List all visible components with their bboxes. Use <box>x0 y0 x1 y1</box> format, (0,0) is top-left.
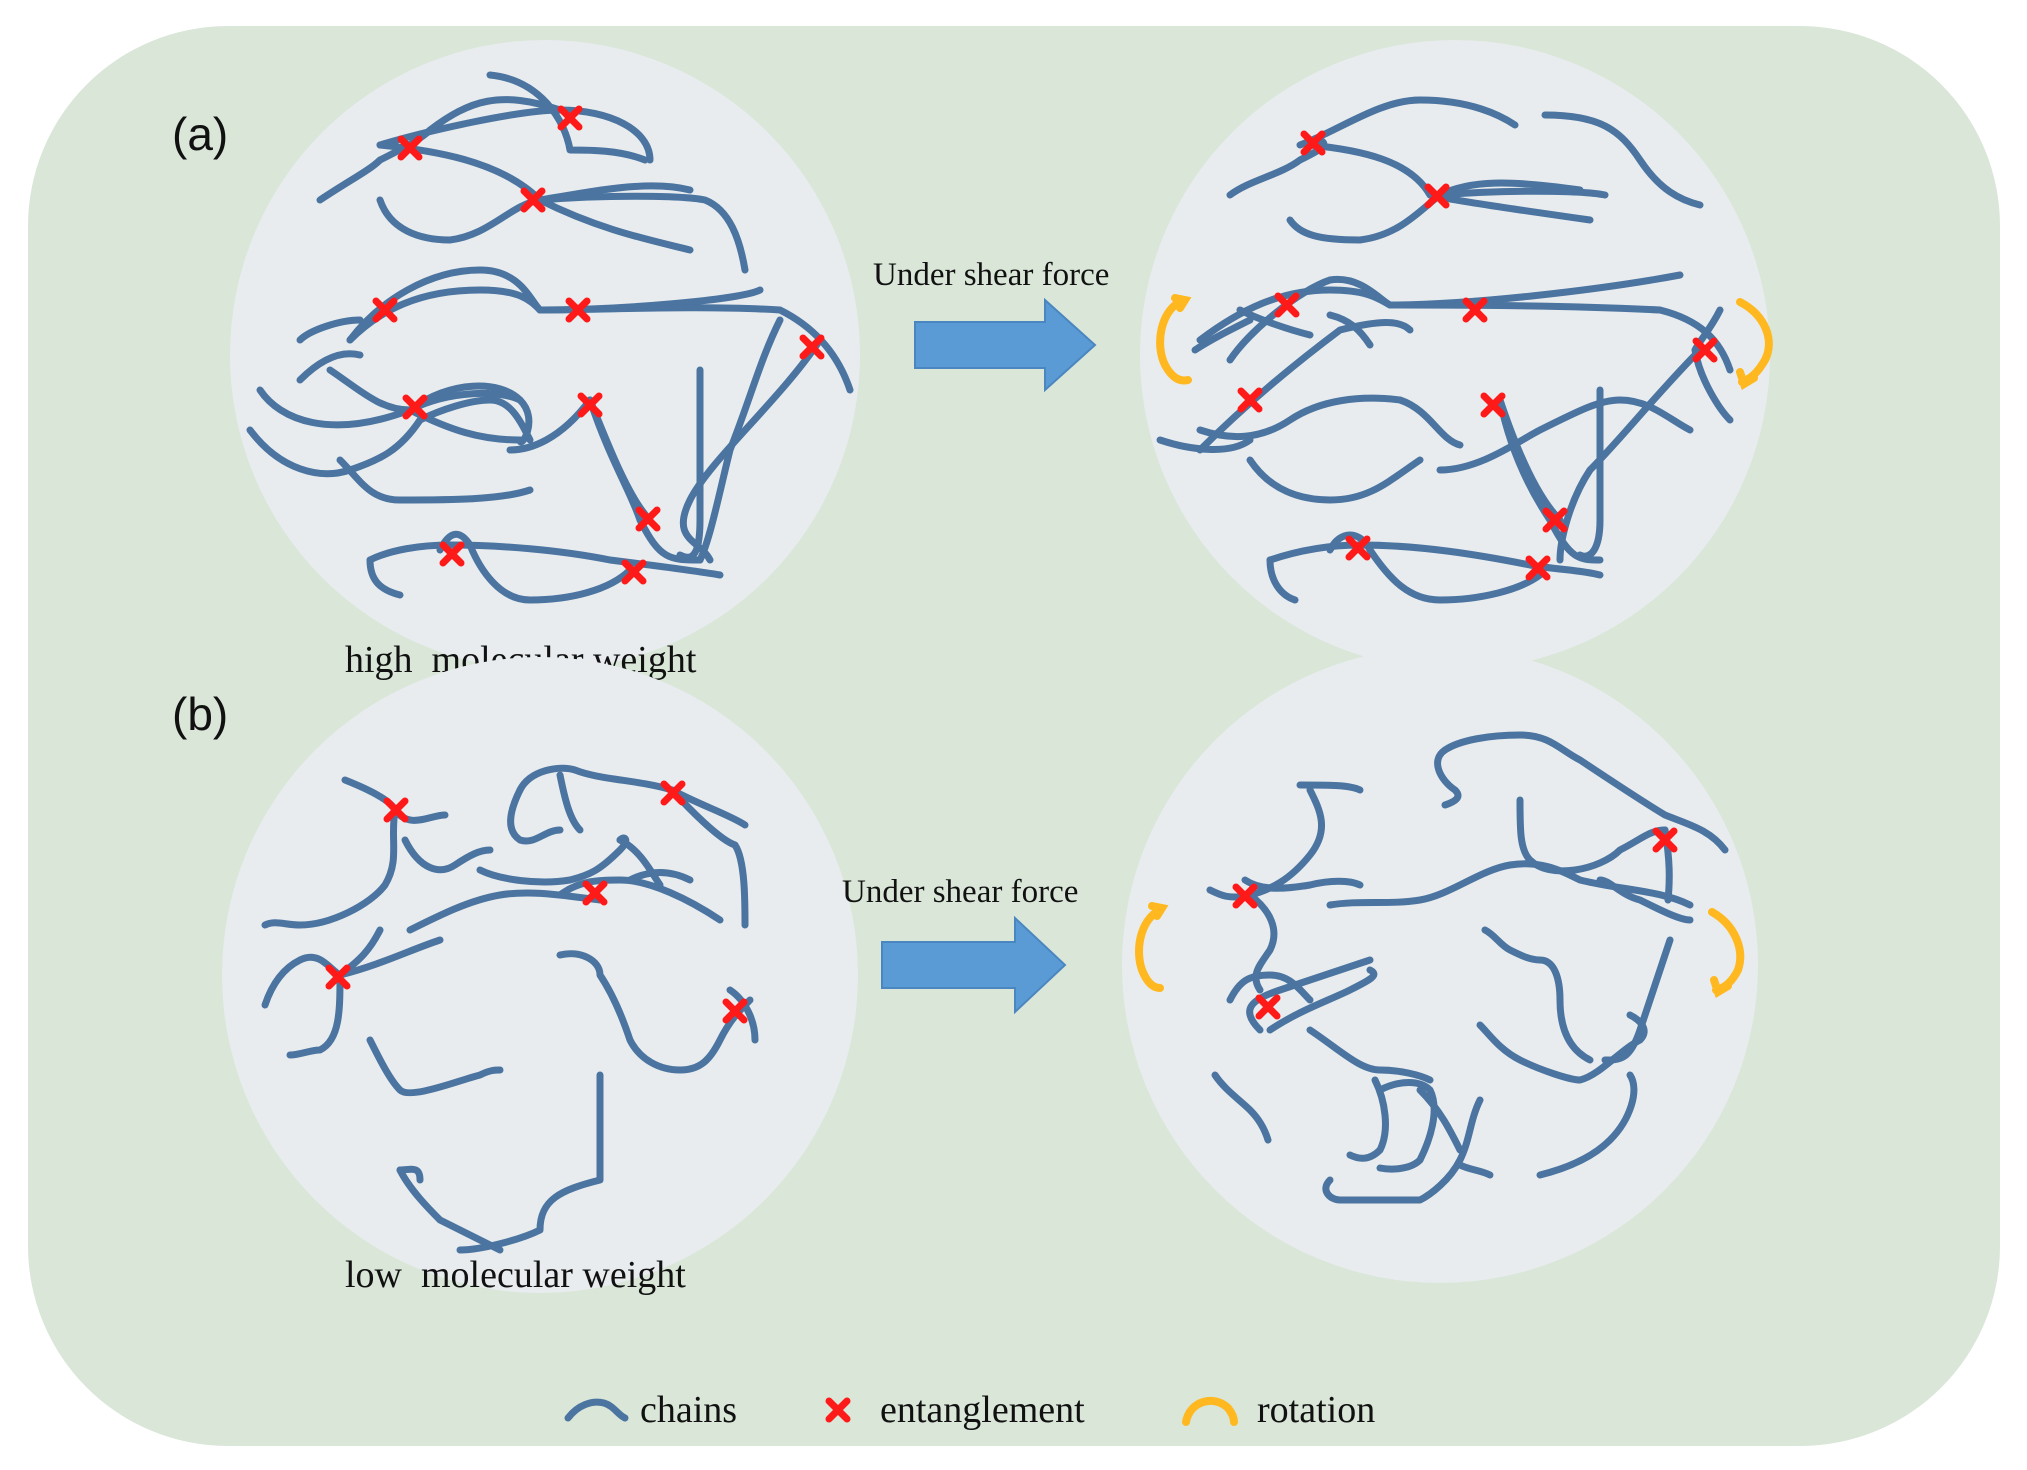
legend-item-chains: chains <box>564 1389 737 1431</box>
chains-group <box>261 764 759 1254</box>
legend: chains entanglement rotation <box>564 1389 1375 1431</box>
chain-icon <box>564 1398 629 1422</box>
rotation-icon <box>1182 1396 1238 1426</box>
legend-chains-label: chains <box>640 1389 737 1431</box>
panel-b-shear-arrow <box>881 915 1067 1015</box>
chains-group <box>1206 731 1729 1204</box>
rotation-icon <box>1135 906 1164 992</box>
rotation-icon <box>1148 902 1169 920</box>
panel-a-arrow-label: Under shear force <box>873 257 1109 293</box>
panel-b-right-circle <box>1122 647 1758 1283</box>
legend-item-entanglement: entanglement <box>829 1389 1085 1431</box>
panel-a-label: (a) <box>172 108 228 160</box>
panel-a-shear-arrow <box>914 297 1097 393</box>
panel-b-before <box>222 657 858 1293</box>
rotation-icon <box>1171 294 1192 312</box>
legend-item-rotation: rotation <box>1182 1389 1375 1431</box>
panel-b-arrow-label: Under shear force <box>842 874 1078 910</box>
panel-b-caption: low molecular weight <box>345 1254 686 1296</box>
panel-a-after <box>1140 40 1773 670</box>
panel-b-left-circle <box>222 657 858 1293</box>
panel-a-right-circle <box>1140 40 1770 670</box>
rotation-icon <box>1710 976 1732 998</box>
panel-b-after <box>1122 647 1758 1283</box>
chains-group <box>246 71 854 604</box>
panel-a-before <box>230 40 860 670</box>
legend-entanglement-label: entanglement <box>880 1389 1085 1431</box>
legend-rotation-label: rotation <box>1257 1389 1375 1431</box>
rotation-icon <box>1156 296 1192 385</box>
panel-b-label: (b) <box>172 688 228 740</box>
rotation-icon <box>1736 368 1758 390</box>
